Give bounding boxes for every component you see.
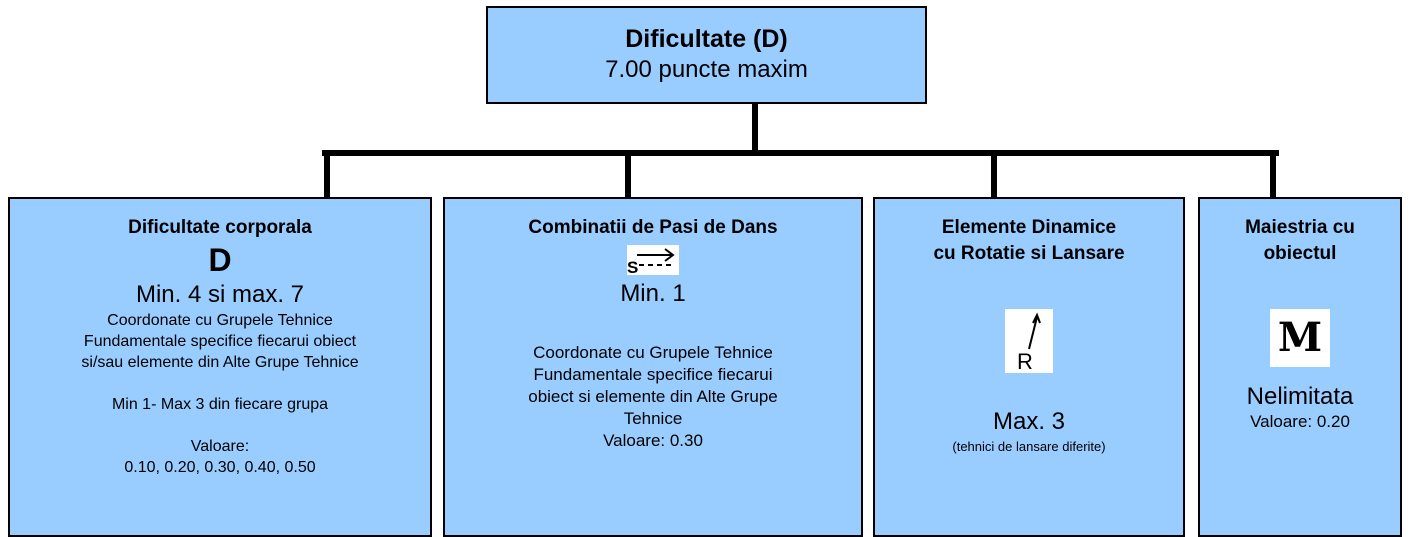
connector-horizontal [322, 150, 1279, 156]
box-title-line2: cu Rotatie si Lansare [933, 243, 1125, 264]
box-note: Min 1- Max 3 din fiecare grupa [111, 396, 329, 413]
box-description: Coordonate cu Grupele Tehnice Fundamenta… [528, 343, 778, 428]
connector-to-box-b [625, 150, 631, 197]
box-note: (tehnici de lansare diferite) [952, 439, 1106, 454]
connector-to-box-c [991, 150, 997, 197]
box-value: Valoare: 0.20 [1250, 412, 1350, 431]
box-range: Min. 1 [620, 280, 686, 307]
box-range: Nelimitata [1246, 383, 1354, 410]
box-value-label: Valoare: [190, 438, 250, 455]
root-box: Dificultate (D) 7.00 puncte maxim [486, 6, 927, 104]
box-maiestria-obiect: Maiestria cu obiectul M Nelimitata Valoa… [1198, 197, 1402, 537]
box-dificultate-corporala: Dificultate corporala D Min. 4 si max. 7… [8, 197, 432, 537]
box-title: Combinatii de Pasi de Dans [528, 217, 778, 238]
root-title: Dificultate (D) [625, 25, 788, 53]
box-values: 0.10, 0.20, 0.30, 0.40, 0.50 [124, 459, 316, 476]
mastery-symbol-icon: M [1270, 309, 1330, 367]
box-value: Valoare: 0.30 [603, 431, 703, 450]
box-range: Min. 4 si max. 7 [135, 281, 305, 308]
root-subtitle: 7.00 puncte maxim [605, 56, 808, 83]
rotation-launch-symbol-icon: R [1005, 309, 1053, 374]
box-combinatii-pasi-dans: Combinatii de Pasi de Dans S Min. 1 Coor… [443, 197, 863, 537]
box-description: Coordonate cu Grupele Tehnice Fundamenta… [81, 312, 359, 371]
dance-steps-symbol-icon: S [627, 245, 679, 277]
rotation-launch-symbol-letter: R [1017, 349, 1033, 373]
connector-to-box-d [1270, 150, 1276, 197]
dance-steps-symbol-letter: S [627, 258, 638, 275]
box-range: Max. 3 [992, 408, 1066, 435]
box-title-line1: Maiestria cu [1245, 217, 1355, 238]
connector-root-down [752, 104, 758, 153]
box-title-line2: obiectul [1263, 243, 1337, 264]
box-title: Dificultate corporala [128, 217, 312, 238]
connector-to-box-a [324, 150, 330, 197]
d-symbol: D [208, 242, 232, 278]
box-elemente-dinamice: Elemente Dinamice cu Rotatie si Lansare … [873, 197, 1185, 537]
box-title-line1: Elemente Dinamice [941, 217, 1117, 238]
